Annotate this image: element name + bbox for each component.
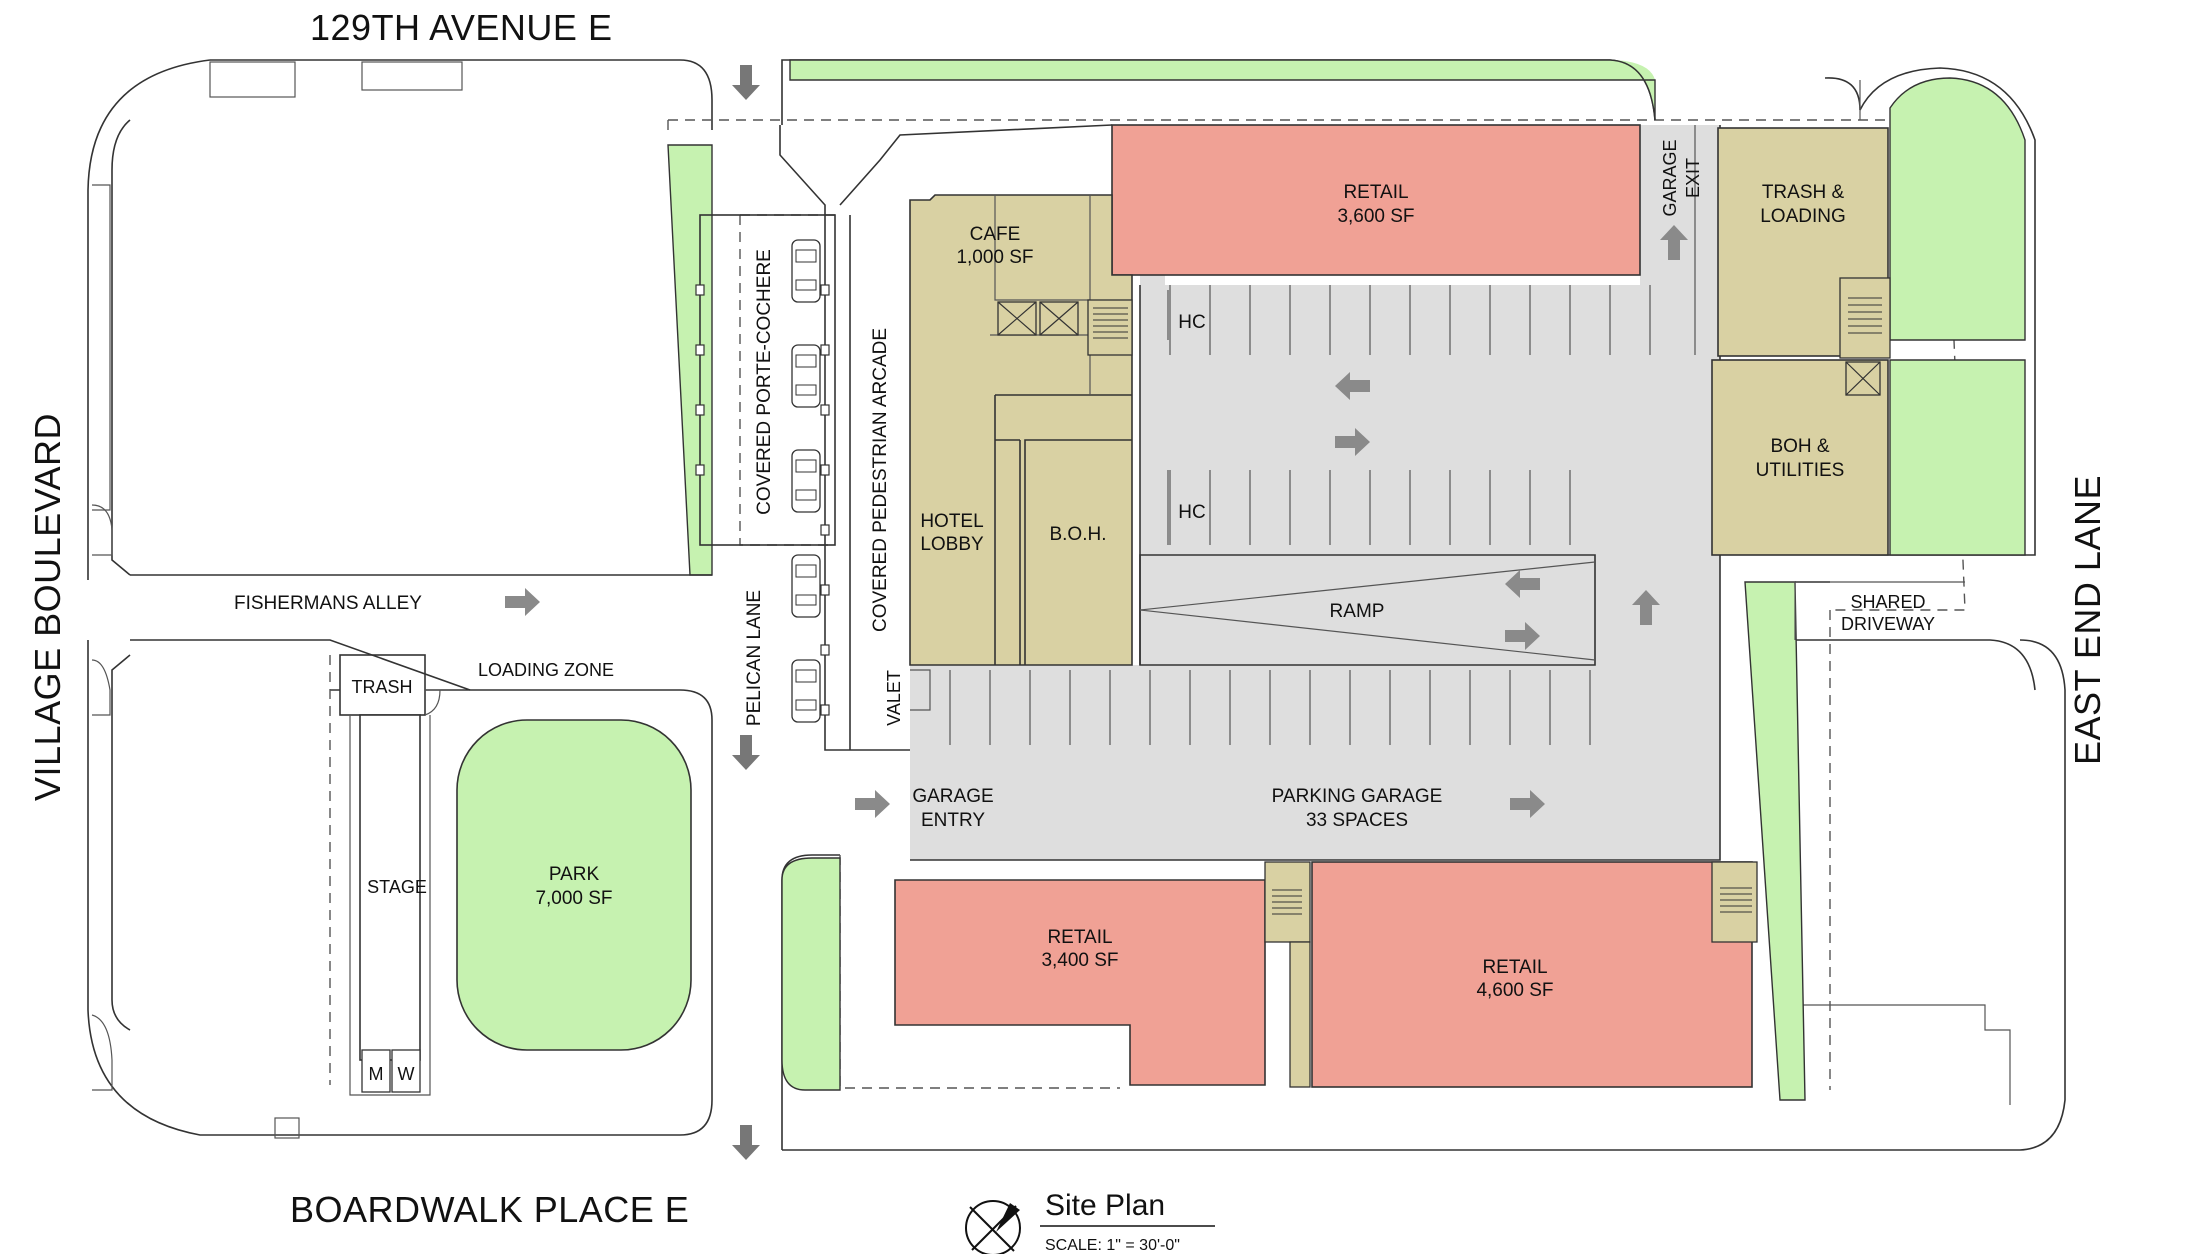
stair-icon	[1087, 299, 1133, 356]
elevator-icon	[1845, 361, 1881, 396]
green-nw	[667, 144, 713, 576]
retail-north-area: 3,600 SF	[1337, 206, 1414, 227]
arrow-down-icon	[732, 1125, 760, 1160]
shared-driveway-2: DRIVEWAY	[1841, 614, 1935, 634]
street-south: BOARDWALK PLACE E	[290, 1189, 689, 1230]
north-arrow-icon	[965, 1200, 1021, 1254]
boh-utilities-1: BOH &	[1770, 436, 1829, 457]
street-west: VILLAGE BOULEVARD	[27, 413, 68, 801]
valet-label: VALET	[884, 670, 904, 726]
garage-exit-2: EXIT	[1683, 158, 1703, 198]
cafe-area: 1,000 SF	[956, 247, 1033, 268]
hotel-lobby-2: LOBBY	[920, 534, 984, 555]
trash-label: TRASH	[351, 677, 412, 697]
arrow-right-icon	[505, 588, 540, 616]
trash-loading-2: LOADING	[1760, 206, 1846, 227]
arrow-down-icon	[732, 65, 760, 100]
elevator-icon	[997, 301, 1079, 336]
retail-sw-name: RETAIL	[1047, 927, 1112, 948]
street-north: 129TH AVENUE E	[310, 7, 612, 48]
park-green	[456, 719, 692, 1051]
retail-se	[1311, 861, 1753, 1088]
arrow-left-icon	[1335, 372, 1370, 400]
garage-entry-2: ENTRY	[921, 810, 985, 831]
porte-cochere	[695, 124, 1113, 751]
green-e	[1889, 359, 2026, 556]
garage-name: PARKING GARAGE	[1272, 786, 1443, 807]
boh-utilities-2: UTILITIES	[1756, 460, 1845, 481]
green-se	[1744, 581, 1806, 1101]
retail-se-name: RETAIL	[1482, 957, 1547, 978]
hotel-lobby-1: HOTEL	[920, 511, 983, 532]
scale-text: SCALE: 1" = 30'-0"	[1045, 1237, 1180, 1254]
trash-loading-1: TRASH &	[1762, 182, 1845, 203]
retail-north	[1111, 124, 1641, 276]
parking-garage-area	[910, 125, 1721, 861]
arrow-up-icon	[1632, 590, 1660, 625]
title-text: Site Plan	[1045, 1189, 1165, 1222]
hc-1: HC	[1178, 312, 1205, 333]
buildings	[339, 124, 1891, 1096]
shared-driveway-1: SHARED	[1850, 592, 1925, 612]
cafe-name: CAFE	[970, 224, 1021, 245]
arrow-down-icon	[732, 735, 760, 770]
traffic-arrows	[505, 65, 1688, 1160]
alley-lines	[130, 574, 1965, 691]
pelican-lane: PELICAN LANE	[744, 590, 765, 726]
hc-2: HC	[1178, 502, 1205, 523]
stair-icon	[1711, 861, 1758, 943]
green-ne	[1889, 77, 2026, 341]
garage-entry-1: GARAGE	[912, 786, 993, 807]
loading-zone-label: LOADING ZONE	[478, 660, 614, 680]
ramp	[1139, 554, 1596, 666]
garage-spaces: 33 SPACES	[1306, 810, 1408, 831]
arrow-right-icon	[855, 790, 890, 818]
stair-icon	[1839, 277, 1891, 359]
retail-sw-area: 3,400 SF	[1041, 950, 1118, 971]
restroom-w	[391, 1049, 421, 1093]
stage-label: STAGE	[367, 877, 427, 897]
retail-north-name: RETAIL	[1343, 182, 1408, 203]
park-name: PARK	[549, 864, 600, 885]
arrow-right-icon	[1335, 428, 1370, 456]
park-area: 7,000 SF	[535, 888, 612, 909]
arcade-label: COVERED PEDESTRIAN ARCADE	[870, 328, 891, 632]
title-block: Site Plan SCALE: 1" = 30'-0"	[965, 1189, 1215, 1254]
fishermans-alley: FISHERMANS ALLEY	[234, 593, 422, 614]
car-icons	[791, 239, 821, 723]
landscape-areas	[456, 59, 2026, 1101]
restroom-w-label: W	[398, 1064, 415, 1084]
street-east: EAST END LANE	[2067, 475, 2108, 765]
ramp-label: RAMP	[1330, 601, 1385, 622]
labels: 129TH AVENUE E BOARDWALK PLACE E VILLAGE…	[27, 7, 2108, 1230]
stair-icon	[1264, 861, 1311, 1088]
arrow-up-icon	[1660, 225, 1688, 260]
arrow-right-icon	[1505, 622, 1540, 650]
restroom-m	[361, 1049, 391, 1093]
porte-cochere-label: COVERED PORTE-COCHERE	[754, 249, 775, 515]
garage-exit-1: GARAGE	[1660, 139, 1680, 216]
retail-se-area: 4,600 SF	[1476, 980, 1553, 1001]
restroom-m-label: M	[369, 1064, 384, 1084]
arrow-right-icon	[1510, 790, 1545, 818]
boh-label: B.O.H.	[1049, 524, 1106, 545]
retail-sw	[894, 879, 1266, 1086]
green-sw-small	[781, 857, 841, 1091]
arrow-left-icon	[1505, 570, 1540, 598]
